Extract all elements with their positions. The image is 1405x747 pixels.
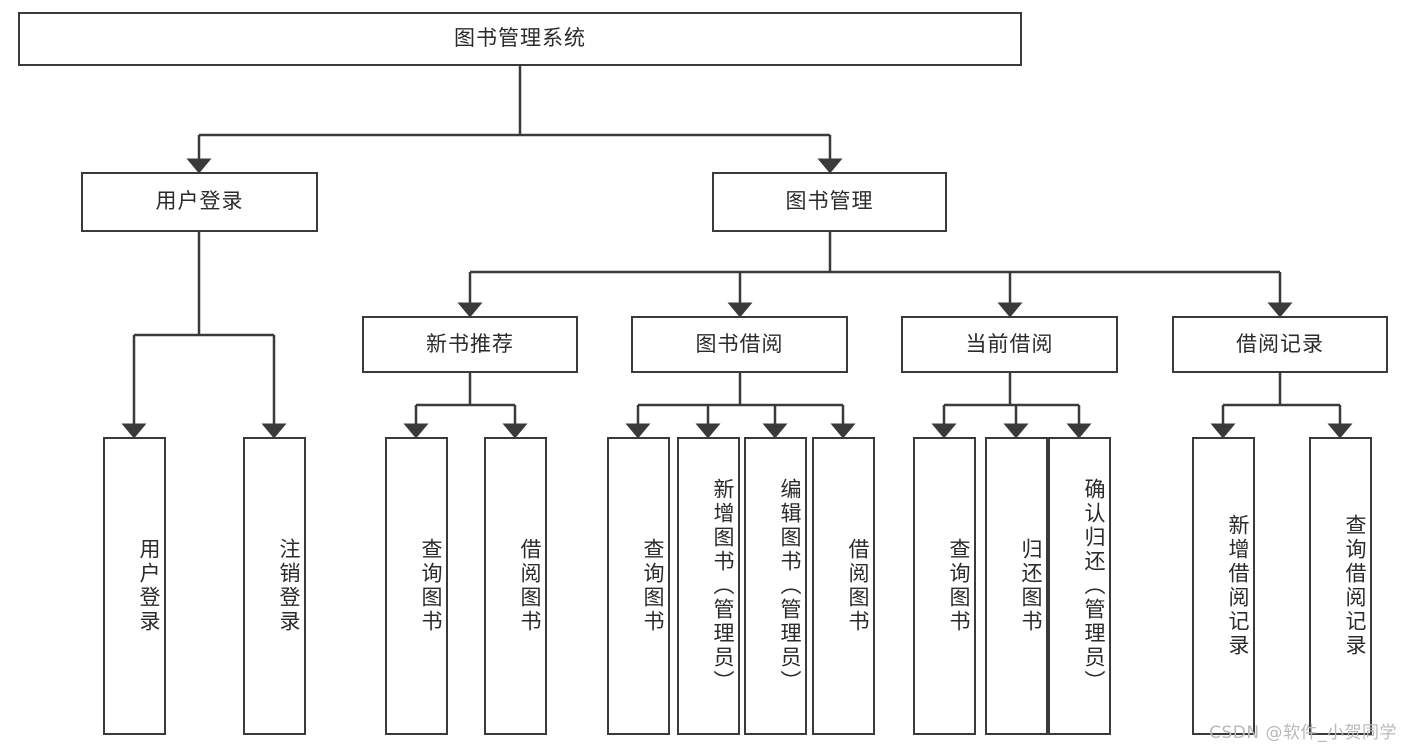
leaf-user-login-label: 用户登录 (137, 538, 161, 634)
leaf-borrow-book-newbook-label: 借阅图书 (518, 538, 542, 634)
node-user-login-label: 用户登录 (155, 189, 244, 214)
node-new-book-recommend[interactable]: 新书推荐 (362, 316, 578, 373)
leaf-lend-book-label: 借阅图书 (846, 538, 870, 634)
leaf-query-book-borrow-label: 查询图书 (641, 538, 665, 634)
node-book-management-label: 图书管理 (785, 189, 874, 214)
leaf-query-borrow-record-label: 查询借阅记录 (1343, 514, 1367, 658)
leaf-query-book-current-label: 查询图书 (947, 538, 971, 634)
leaf-lend-book[interactable]: 借阅图书 (812, 437, 875, 735)
leaf-confirm-return-admin-label: 确认归还（管理员） (1082, 478, 1106, 694)
leaf-edit-book-admin[interactable]: 编辑图书（管理员） (744, 437, 807, 735)
leaf-query-book-borrow[interactable]: 查询图书 (607, 437, 670, 735)
node-borrow-record[interactable]: 借阅记录 (1172, 316, 1388, 373)
leaf-logout-label: 注销登录 (277, 538, 301, 634)
leaf-edit-book-admin-label: 编辑图书（管理员） (778, 478, 802, 694)
node-root[interactable]: 图书管理系统 (18, 12, 1022, 66)
node-current-borrow-label: 当前借阅 (965, 331, 1054, 356)
leaf-return-book[interactable]: 归还图书 (985, 437, 1048, 735)
leaf-add-borrow-record-label: 新增借阅记录 (1226, 514, 1250, 658)
leaf-confirm-return-admin[interactable]: 确认归还（管理员） (1048, 437, 1111, 735)
leaf-add-borrow-record[interactable]: 新增借阅记录 (1192, 437, 1255, 735)
leaf-user-login[interactable]: 用户登录 (103, 437, 166, 735)
leaf-add-book-admin[interactable]: 新增图书（管理员） (677, 437, 740, 735)
node-new-book-recommend-label: 新书推荐 (426, 331, 514, 356)
leaf-add-book-admin-label: 新增图书（管理员） (711, 478, 735, 694)
node-borrow-record-label: 借阅记录 (1236, 331, 1324, 356)
node-book-borrow-label: 图书借阅 (695, 331, 784, 356)
leaf-return-book-label: 归还图书 (1019, 538, 1043, 634)
csdn-watermark: CSDN @软件_小贺同学 (1209, 723, 1397, 743)
node-root-label: 图书管理系统 (454, 26, 586, 51)
node-book-management[interactable]: 图书管理 (712, 172, 947, 232)
leaf-query-book-newbook[interactable]: 查询图书 (385, 437, 448, 735)
node-book-borrow[interactable]: 图书借阅 (631, 316, 848, 373)
leaf-query-borrow-record[interactable]: 查询借阅记录 (1309, 437, 1372, 735)
leaf-query-book-newbook-label: 查询图书 (419, 538, 443, 634)
leaf-borrow-book-newbook[interactable]: 借阅图书 (484, 437, 547, 735)
node-user-login[interactable]: 用户登录 (81, 172, 318, 232)
leaf-query-book-current[interactable]: 查询图书 (913, 437, 976, 735)
leaf-logout[interactable]: 注销登录 (243, 437, 306, 735)
node-current-borrow[interactable]: 当前借阅 (901, 316, 1118, 373)
